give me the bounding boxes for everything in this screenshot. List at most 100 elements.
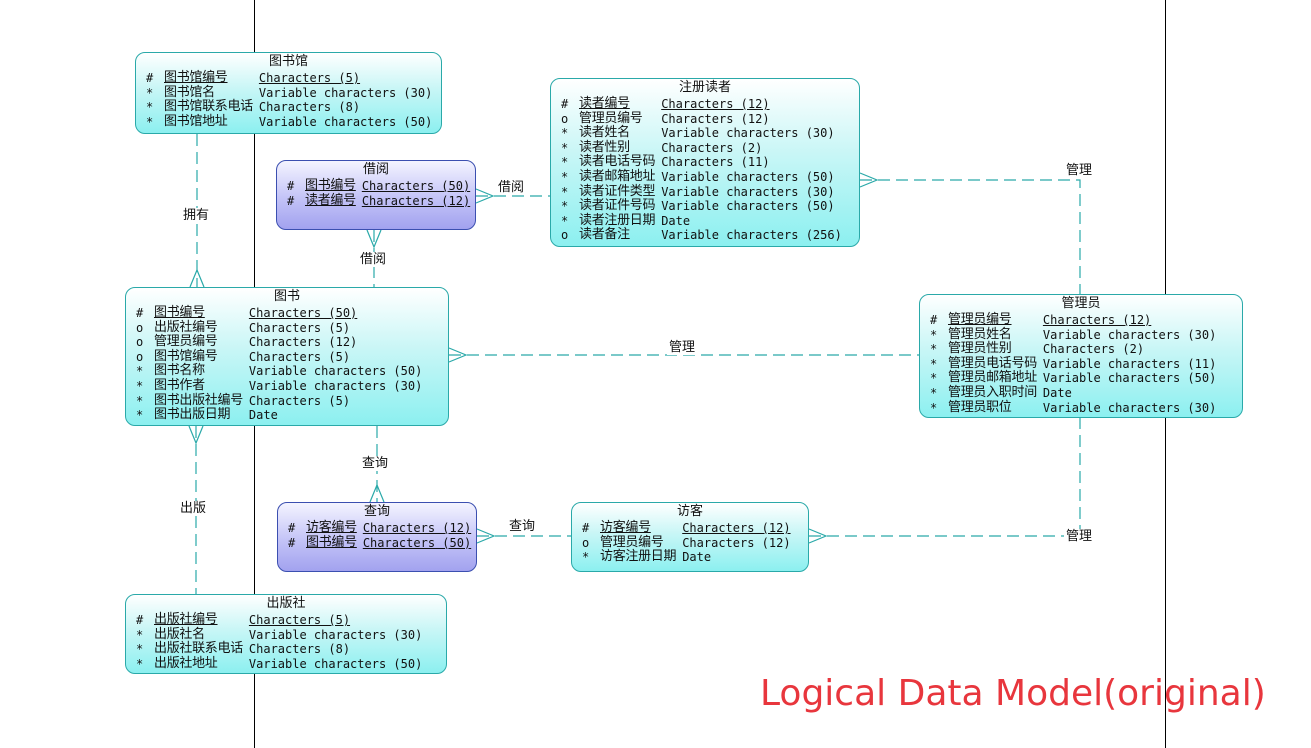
attribute-name: 读者备注 — [579, 227, 630, 243]
crowfoot-book-right — [448, 347, 468, 363]
attribute-name: 读者性别 — [579, 139, 630, 155]
attribute-marker: o — [136, 349, 144, 364]
attribute-name: 管理员电话号码 — [948, 355, 1037, 371]
attribute-name: 管理员邮箱地址 — [948, 370, 1037, 386]
attribute-name: 读者证件号码 — [579, 198, 656, 214]
attribute-marker: * — [582, 550, 590, 565]
attribute-marker: # — [582, 521, 590, 535]
attribute-type: Variable characters (30) — [661, 184, 835, 199]
attribute-name: 图书编号 — [305, 178, 356, 193]
attribute-marker: # — [136, 306, 144, 320]
attribute-marker: o — [561, 111, 569, 126]
attribute-name: 管理员职位 — [948, 399, 1012, 415]
attribute-marker: * — [561, 140, 569, 155]
attribute-name: 管理员编号 — [948, 312, 1012, 327]
attribute-marker: # — [930, 313, 938, 327]
attribute-marker: * — [930, 356, 938, 371]
attribute-marker: o — [136, 320, 144, 335]
rel-label-manage-reader: 管理 — [1064, 163, 1095, 178]
attribute-type: Characters (50) — [361, 179, 471, 193]
attribute-marker: * — [930, 385, 938, 400]
attribute-type: Variable characters (256) — [661, 228, 842, 243]
attribute-marker: * — [136, 378, 144, 393]
attribute-type: Characters (12) — [361, 193, 471, 208]
entity-title: 管理员 — [1061, 296, 1101, 311]
attribute-name: 读者注册日期 — [579, 212, 656, 228]
crowfoot-reader-right — [859, 172, 879, 188]
attribute-type: Variable characters (30) — [258, 85, 433, 100]
rel-label-own: 拥有 — [181, 208, 212, 223]
attribute-name: 图书馆名 — [164, 84, 215, 100]
attribute-marker: # — [288, 535, 296, 550]
attribute-name: 出版社编号 — [154, 612, 218, 627]
attribute-name: 管理员入职时间 — [948, 384, 1037, 400]
attribute-row: * 读者邮箱地址 Variable characters (50) — [561, 168, 842, 185]
rel-label-manage-visitor: 管理 — [1064, 529, 1095, 544]
crowfoot-book-bottom — [188, 425, 204, 445]
attribute-name: 读者编号 — [305, 192, 356, 208]
attribute-type: Characters (2) — [661, 140, 763, 155]
attribute-type: Characters (5) — [248, 320, 351, 335]
attribute-name: 图书编号 — [306, 534, 357, 550]
entity-title: 图书馆 — [268, 54, 308, 69]
attribute-marker: * — [561, 169, 569, 184]
attribute-row: * 管理员入职时间 Date — [930, 384, 1216, 401]
attribute-name: 管理员性别 — [948, 341, 1012, 357]
attribute-marker: * — [930, 327, 938, 342]
attribute-marker: # — [136, 613, 144, 627]
attribute-type: Date — [1042, 385, 1072, 400]
attribute-marker: * — [136, 364, 144, 379]
attribute-type: Date — [682, 550, 712, 565]
attribute-type: Variable characters (50) — [661, 169, 835, 184]
attribute-name: 访客编号 — [306, 520, 357, 535]
attribute-type: Variable characters (30) — [248, 627, 423, 642]
attribute-name: 图书馆编号 — [164, 70, 228, 85]
attribute-type: Characters (12) — [682, 535, 791, 550]
attribute-marker: o — [561, 228, 569, 243]
attribute-marker: * — [136, 642, 144, 657]
attribute-marker: * — [146, 85, 154, 100]
entity-title: 查询 — [363, 504, 390, 519]
attribute-name: 访客注册日期 — [600, 549, 677, 565]
entity-title: 注册读者 — [678, 80, 731, 95]
attribute-type: Characters (12) — [248, 335, 358, 350]
attribute-row: * 访客注册日期 Date — [582, 550, 791, 565]
attribute-type: Date — [661, 213, 691, 228]
attribute-name: 管理员编号 — [579, 110, 643, 126]
attribute-name: 读者电话号码 — [579, 154, 656, 170]
attribute-name: 读者邮箱地址 — [579, 168, 656, 184]
rel-label-query-visitor: 查询 — [507, 519, 538, 534]
attribute-marker: * — [930, 400, 938, 415]
crowfoot-borrow-bottom — [366, 229, 382, 249]
attribute-name: 读者证件类型 — [579, 183, 656, 199]
